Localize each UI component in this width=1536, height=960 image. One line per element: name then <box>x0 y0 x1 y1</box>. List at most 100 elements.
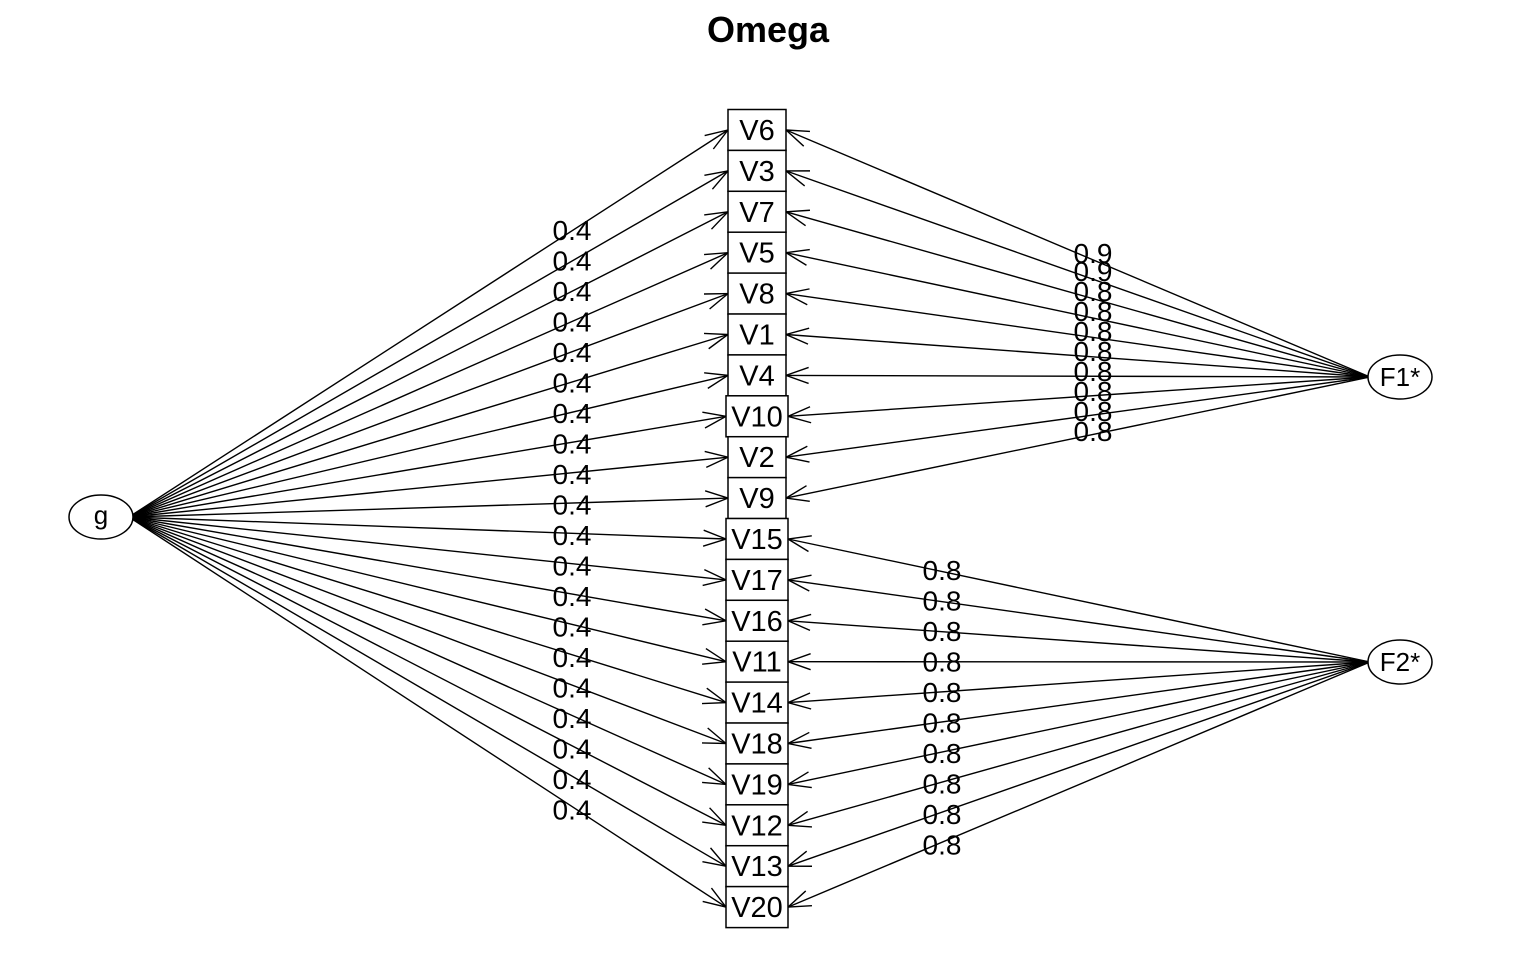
g-edge-v18 <box>128 516 727 745</box>
variable-label: V12 <box>731 810 783 842</box>
g-loading-label: 0.4 <box>553 398 592 429</box>
variable-box-v12 <box>725 804 789 847</box>
variable-label: V18 <box>731 729 783 761</box>
variable-label: V14 <box>731 688 783 720</box>
f1-edge-v10 <box>787 376 1371 417</box>
variable-box-v3 <box>727 149 787 193</box>
variable-label: V7 <box>739 197 774 229</box>
g-edge-v20 <box>128 516 727 908</box>
g-loading-label: 0.4 <box>553 368 592 399</box>
variable-box-v14 <box>725 681 789 724</box>
g-edge-v17 <box>128 516 727 581</box>
g-edge-v11 <box>128 516 727 663</box>
group-factor-node-f1 <box>1367 354 1433 400</box>
f2-loading-label: 0.8 <box>923 830 962 861</box>
g-loading-label: 0.4 <box>553 276 592 307</box>
g-loading-label: 0.4 <box>553 703 592 734</box>
variable-label: V3 <box>739 156 774 188</box>
g-edge-v8 <box>128 292 729 518</box>
f2-edge-v13 <box>787 661 1371 867</box>
g-loading-label: 0.4 <box>553 307 592 338</box>
f1-loading-label: 0.8 <box>1074 316 1113 347</box>
f1-edge-v1 <box>785 333 1371 378</box>
variable-label: V2 <box>739 442 774 474</box>
f2-edge-v18 <box>787 661 1371 745</box>
f2-edge-v17 <box>787 579 1371 663</box>
g-edge-v14 <box>128 516 727 704</box>
variable-label: V9 <box>739 483 774 515</box>
g-loading-label: 0.4 <box>553 642 592 673</box>
variable-label: V5 <box>739 238 774 270</box>
variable-box-v18 <box>725 722 789 765</box>
f2-loading-label: 0.8 <box>923 677 962 708</box>
g-loading-label: 0.4 <box>553 429 592 460</box>
variable-box-v11 <box>725 640 789 683</box>
g-loading-label: 0.4 <box>553 459 592 490</box>
variable-box-v10 <box>725 395 789 438</box>
g-edge-v13 <box>128 516 727 867</box>
f2-loading-label: 0.8 <box>923 738 962 769</box>
variable-label: V8 <box>739 279 774 311</box>
group-factor-node-f2 <box>1367 639 1433 685</box>
f2-loading-label: 0.8 <box>923 647 962 678</box>
variable-box-v6 <box>727 108 787 152</box>
variable-label: V4 <box>739 360 774 392</box>
group-factor-label: F1* <box>1380 362 1420 392</box>
g-loading-label: 0.4 <box>553 246 592 277</box>
f2-loading-label: 0.8 <box>923 586 962 617</box>
f1-edge-v5 <box>785 252 1371 378</box>
f1-loading-label: 0.8 <box>1074 336 1113 367</box>
g-loading-label: 0.4 <box>553 551 592 582</box>
g-edge-v5 <box>128 252 729 518</box>
f1-edge-v7 <box>785 211 1371 378</box>
g-edge-v15 <box>128 516 727 540</box>
loading-labels: 0.40.40.40.40.40.40.40.40.40.40.40.40.40… <box>553 215 1113 861</box>
g-loading-label: 0.4 <box>553 337 592 368</box>
f1-edge-v4 <box>785 374 1371 378</box>
g-edge-v7 <box>128 211 729 518</box>
general-factor-label: g <box>94 500 108 530</box>
f1-loading-label: 0.8 <box>1074 276 1113 307</box>
diagram-title: Omega <box>707 9 830 50</box>
loading-edges <box>128 128 1371 909</box>
f1-loading-label: 0.9 <box>1074 238 1113 269</box>
f2-edge-v12 <box>787 661 1371 826</box>
g-loading-label: 0.4 <box>553 490 592 521</box>
g-loading-label: 0.4 <box>553 581 592 612</box>
variable-label: V10 <box>731 401 783 433</box>
variable-label: V19 <box>731 769 783 801</box>
f1-edge-v2 <box>785 376 1371 458</box>
f2-loading-label: 0.8 <box>923 555 962 586</box>
variable-boxes: V6V3V7V5V8V1V4V10V2V9V15V17V16V11V14V18V… <box>725 108 789 929</box>
f2-loading-label: 0.8 <box>923 799 962 830</box>
f1-loading-label: 0.8 <box>1074 296 1113 327</box>
f1-edge-v9 <box>785 376 1371 499</box>
variable-label: V1 <box>739 320 774 352</box>
g-loading-label: 0.4 <box>553 612 592 643</box>
f2-edge-v20 <box>787 661 1371 908</box>
variable-label: V17 <box>731 565 783 597</box>
factor-nodes: gF1*F2* <box>68 354 1433 685</box>
variable-box-v7 <box>727 190 787 234</box>
variable-box-v20 <box>725 885 789 929</box>
variable-label: V15 <box>731 524 783 556</box>
g-edge-v19-arrowhead <box>702 767 728 786</box>
f2-edge-v15 <box>787 538 1371 663</box>
g-loading-label: 0.4 <box>553 215 592 246</box>
variable-box-v5 <box>727 231 787 274</box>
g-loading-label: 0.4 <box>553 520 592 551</box>
general-factor-node <box>68 494 134 540</box>
g-edge-v1 <box>128 333 729 518</box>
f2-loading-label: 0.8 <box>923 769 962 800</box>
f2-edge-v19 <box>787 661 1371 786</box>
g-edge-v16 <box>128 516 727 622</box>
g-loading-label: 0.4 <box>553 795 592 826</box>
f1-loading-label: 0.9 <box>1074 256 1113 287</box>
f2-edge-v16 <box>787 620 1371 663</box>
variable-box-v19 <box>725 763 789 806</box>
variable-label: V6 <box>739 115 774 147</box>
g-edge-v10 <box>128 415 727 518</box>
variable-box-v17 <box>725 558 789 602</box>
f1-loading-label: 0.8 <box>1074 356 1113 387</box>
